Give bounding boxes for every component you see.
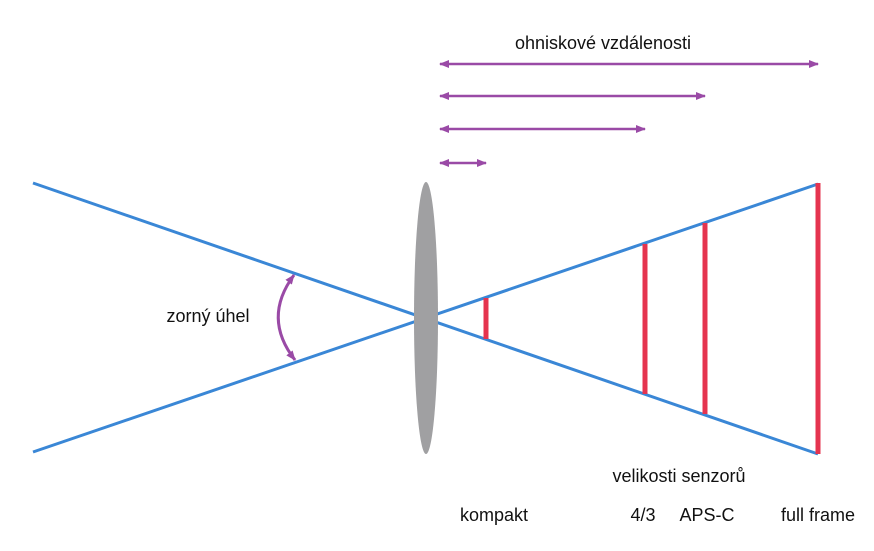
- label-focal-lengths: ohniskové vzdálenosti: [515, 33, 691, 53]
- label-sensor-sizes: velikosti senzorů: [612, 466, 745, 486]
- label-compact: kompakt: [460, 505, 528, 525]
- label-full-frame: full frame: [781, 505, 855, 525]
- label-four-thirds: 4/3: [630, 505, 655, 525]
- label-aps-c: APS-C: [679, 505, 734, 525]
- lens: [414, 182, 438, 454]
- angle-of-view-arrow-icon: [276, 274, 297, 361]
- label-angle-of-view: zorný úhel: [166, 306, 249, 326]
